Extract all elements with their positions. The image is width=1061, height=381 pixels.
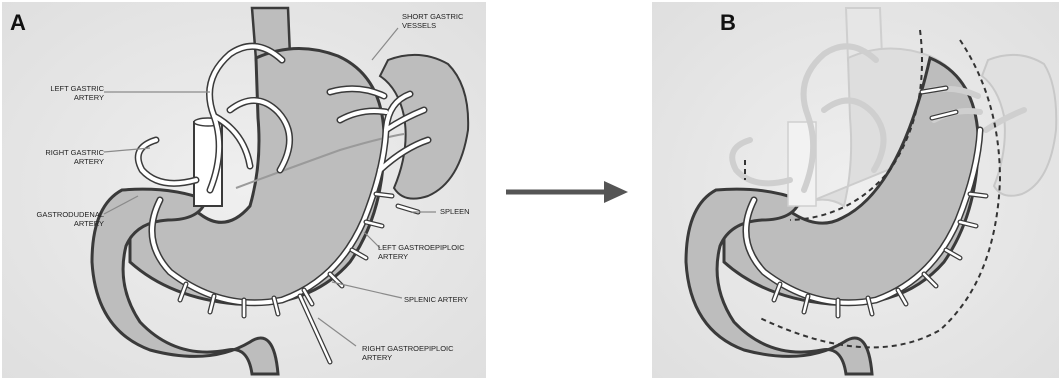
label-line: ARTERY bbox=[40, 93, 104, 102]
label-line: ARTERY bbox=[14, 219, 104, 228]
label-left-gastroepiploic-artery: LEFT GASTROEPIPLOIC ARTERY bbox=[378, 243, 465, 261]
label-line: GASTRODUDENAL bbox=[14, 210, 104, 219]
label-line: LEFT GASTROEPIPLOIC bbox=[378, 243, 465, 252]
transition-arrow bbox=[506, 181, 628, 203]
label-right-gastroepiploic-artery: RIGHT GASTROEPIPLOIC ARTERY bbox=[362, 344, 454, 362]
label-short-gastric-vessels: SHORT GASTRIC VESSELS bbox=[402, 12, 463, 30]
label-line: ARTERY bbox=[378, 252, 465, 261]
label-left-gastric-artery: LEFT GASTRIC ARTERY bbox=[40, 84, 104, 102]
panel-a-letter: A bbox=[10, 10, 26, 36]
label-right-gastric-artery: RIGHT GASTRIC ARTERY bbox=[24, 148, 104, 166]
label-line: SPLENIC ARTERY bbox=[404, 295, 468, 304]
label-line: LEFT GASTRIC bbox=[40, 84, 104, 93]
label-line: RIGHT GASTROEPIPLOIC bbox=[362, 344, 454, 353]
label-line: SPLEEN bbox=[440, 207, 470, 216]
label-line: RIGHT GASTRIC bbox=[24, 148, 104, 157]
label-line: ARTERY bbox=[24, 157, 104, 166]
label-line: VESSELS bbox=[402, 21, 463, 30]
label-splenic-artery: SPLENIC ARTERY bbox=[404, 295, 468, 304]
label-line: SHORT GASTRIC bbox=[402, 12, 463, 21]
label-gastroduodenal-artery: GASTRODUDENAL ARTERY bbox=[14, 210, 104, 228]
panel-b-letter: B bbox=[720, 10, 736, 36]
label-line: ARTERY bbox=[362, 353, 454, 362]
label-spleen: SPLEEN bbox=[440, 207, 470, 216]
